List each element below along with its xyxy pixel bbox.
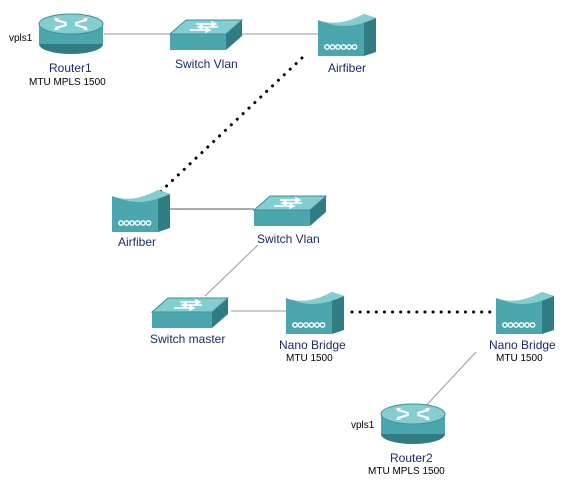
airfiber-mid[interactable] (110, 188, 172, 234)
link-switch-vlan-mid-switch-master (204, 244, 259, 297)
wireless-bridge-icon (286, 292, 344, 334)
link-nano-bridge-2-router2 (421, 351, 477, 411)
switch-vlan-top[interactable] (168, 16, 244, 52)
nano-bridge-1-label: Nano Bridge (279, 338, 346, 352)
router2[interactable] (378, 402, 448, 446)
nano-bridge-2-label: Nano Bridge (489, 338, 556, 352)
switch-vlan-mid[interactable] (252, 192, 328, 228)
router2-label: Router2 (390, 451, 433, 465)
switch-vlan-top-label: Switch Vlan (175, 57, 238, 71)
nano-bridge-1-sub: MTU 1500 (286, 353, 333, 364)
wireless-bridge-icon (496, 292, 554, 334)
switch-master-label: Switch master (150, 332, 226, 346)
wireless-bridge-icon (112, 190, 170, 232)
nano-bridge-2-sub: MTU 1500 (496, 353, 543, 364)
router1-tag: vpls1 (9, 33, 33, 44)
airfiber-top[interactable] (316, 12, 378, 58)
airfiber-mid-label: Airfiber (118, 235, 157, 249)
airfiber-top-label: Airfiber (328, 61, 367, 75)
router2-sub: MTU MPLS 1500 (368, 466, 445, 477)
switch-icon (150, 297, 230, 328)
wireless-link-airfiber (154, 56, 304, 198)
router2-tag: vpls1 (351, 420, 375, 431)
switch-icon (168, 19, 244, 50)
nano-bridge-1[interactable] (284, 290, 346, 336)
router1[interactable] (36, 12, 106, 56)
wireless-bridge-icon (318, 14, 376, 56)
switch-icon (252, 195, 328, 226)
router-icon (38, 13, 104, 54)
switch-master[interactable] (150, 294, 230, 330)
nano-bridge-2[interactable] (494, 290, 556, 336)
router1-sub: MTU MPLS 1500 (29, 77, 106, 88)
router-icon (380, 403, 446, 444)
router1-label: Router1 (49, 61, 92, 75)
switch-vlan-mid-label: Switch Vlan (257, 232, 320, 246)
